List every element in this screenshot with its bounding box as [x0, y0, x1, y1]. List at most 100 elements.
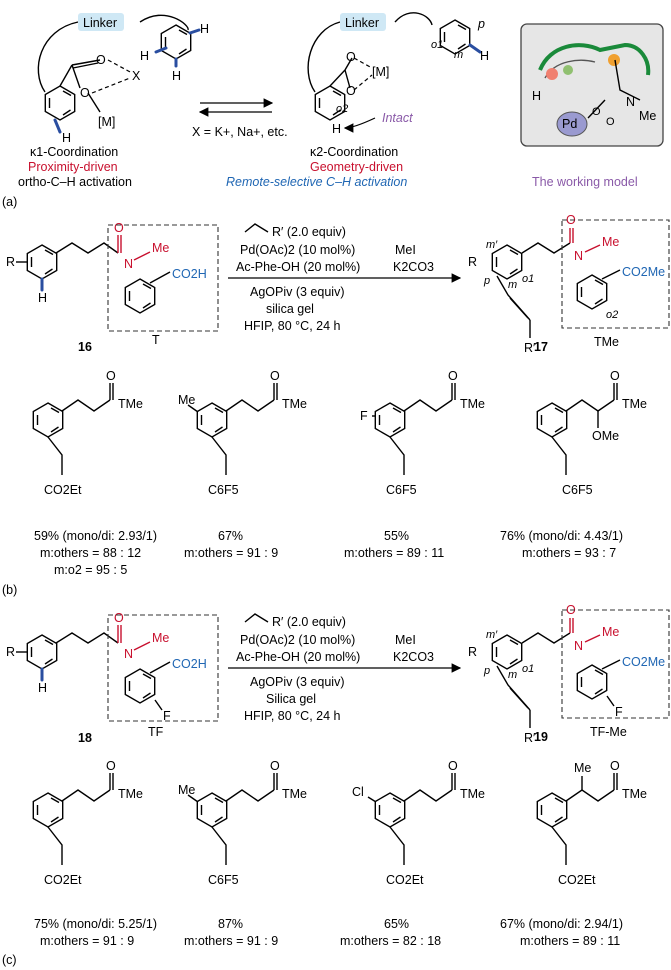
o-16: O — [114, 221, 124, 235]
c3-o: O — [448, 759, 458, 773]
products-b: O TMe CO2Et Me O TMe C6F5 F O TMe C — [32, 369, 647, 577]
h-label-left-3: H — [172, 69, 181, 83]
label-a: (a) — [2, 195, 17, 209]
n-16: N — [124, 257, 133, 271]
panel-b: H R O N Me CO2H T 16 R′ (2.0 equiv) Pd(O… — [2, 213, 670, 597]
mprime-17: m′ — [486, 239, 498, 251]
c4-tme: TMe — [622, 787, 647, 801]
n-18: N — [124, 647, 133, 661]
h-label-left-ortho: H — [62, 131, 71, 145]
me-17: Me — [602, 235, 619, 249]
b3-sub: C6F5 — [386, 483, 417, 497]
compound-18: 18 — [78, 731, 92, 745]
b4-sub: C6F5 — [562, 483, 593, 497]
c4-sel: m:others = 89 : 11 — [520, 934, 620, 948]
cond-b-below-3: HFIP, 80 °C, 24 h — [244, 319, 341, 333]
b3-o: O — [448, 369, 458, 383]
c2-me: Me — [178, 783, 195, 797]
compound-16: 16 — [78, 340, 92, 354]
c3-sel: m:others = 82 : 18 — [340, 934, 441, 948]
mprime-19: m′ — [486, 629, 498, 641]
b1-yield: 59% (mono/di: 2.93/1) — [34, 529, 157, 543]
o-label-right-1: O — [346, 50, 356, 64]
b2-me: Me — [178, 393, 195, 407]
h-16: H — [38, 291, 47, 305]
co2h-18: CO2H — [172, 657, 207, 671]
c4-sub: CO2Et — [558, 873, 596, 887]
b4-tme: TMe — [622, 397, 647, 411]
f-18: F — [163, 709, 171, 723]
h-label-left-2: H — [200, 22, 209, 36]
cond-c-above-3: Ac-Phe-OH (20 mol%) — [236, 650, 360, 664]
o-label-left-1: O — [96, 53, 106, 67]
template-tf: TF — [148, 725, 164, 739]
substrate-18: H R O N Me CO2H F TF 18 — [6, 611, 219, 745]
cond-c-below-2: Silica gel — [266, 692, 316, 706]
c3-tme: TMe — [460, 787, 485, 801]
b1-sub: CO2Et — [44, 483, 82, 497]
c4-yield: 67% (mono/di: 2.94/1) — [500, 917, 623, 931]
label-c: (c) — [2, 953, 17, 967]
template-tfme: TF-Me — [590, 725, 627, 739]
c3-cl: Cl — [352, 785, 364, 799]
kappa2-caption: κ2-Coordination — [310, 145, 398, 159]
cond-b-above-2: Pd(OAc)2 (10 mol%) — [240, 243, 355, 257]
r-17: R — [468, 255, 477, 269]
cond-c-above-1: R′ (2.0 equiv) — [272, 615, 346, 629]
n-19: N — [574, 639, 583, 653]
m-label-right: [M] — [372, 65, 389, 79]
o2-17: o2 — [606, 309, 618, 321]
rp-19: R′ — [524, 731, 536, 745]
intact-label: Intact — [382, 111, 413, 125]
m-19: m — [508, 669, 517, 681]
p-19: p — [483, 665, 490, 677]
c2-sel: m:others = 91 : 9 — [184, 934, 278, 948]
cond-b-below-2: silica gel — [266, 302, 314, 316]
b3-sel: m:others = 89 : 11 — [344, 546, 444, 560]
model-h: H — [532, 89, 541, 103]
b1-sel: m:others = 88 : 12 — [40, 546, 141, 560]
m-17: m — [508, 279, 517, 291]
conditions-b: R′ (2.0 equiv) Pd(OAc)2 (10 mol%) Ac-Phe… — [228, 223, 462, 333]
model-o2: O — [606, 116, 615, 128]
cond-b-above-3: Ac-Phe-OH (20 mol%) — [236, 260, 360, 274]
me-19: Me — [602, 625, 619, 639]
h-18: H — [38, 681, 47, 695]
o1-label-a: o1 — [431, 39, 443, 51]
label-b: (b) — [2, 583, 17, 597]
model-o1: O — [592, 106, 601, 118]
m-label-left: [M] — [98, 115, 115, 129]
b2-sub: C6F5 — [208, 483, 239, 497]
kappa1-structure: Linker H H H O O X [M] H κ1-Coordination… — [18, 13, 209, 189]
c2-tme: TMe — [282, 787, 307, 801]
cond-b-step2-1: MeI — [395, 243, 416, 257]
product-17: R m′ p m o1 R′ O N Me CO2Me o2 17 TMe — [468, 213, 670, 355]
c1-sub: CO2Et — [44, 873, 82, 887]
c3-sub: CO2Et — [386, 873, 424, 887]
cond-b-below-1: AgOPiv (3 equiv) — [250, 285, 344, 299]
o2-label-a: o2 — [336, 103, 348, 115]
cond-c-step2-2: K2CO3 — [393, 650, 434, 664]
compound-17: 17 — [534, 340, 548, 354]
o-label-left-2: O — [80, 86, 90, 100]
me-16: Me — [152, 241, 169, 255]
model-caption: The working model — [532, 175, 638, 189]
h-label-left-1: H — [140, 49, 149, 63]
n-17: N — [574, 249, 583, 263]
cond-c-step2-1: MeI — [395, 633, 416, 647]
c4-me: Me — [574, 761, 591, 775]
c1-tme: TMe — [118, 787, 143, 801]
cond-c-below-1: AgOPiv (3 equiv) — [250, 675, 344, 689]
f-19: F — [615, 705, 623, 719]
working-model: Pd O O N Me H The working model — [520, 23, 664, 189]
b4-ome: OMe — [592, 429, 619, 443]
conditions-c: R′ (2.0 equiv) Pd(OAc)2 (10 mol%) Ac-Phe… — [228, 613, 462, 723]
meta-label-a: m — [454, 49, 463, 61]
b1-o: O — [106, 369, 116, 383]
b3-tme: TMe — [460, 397, 485, 411]
o1-17: o1 — [522, 273, 534, 285]
cond-c-below-3: HFIP, 80 °C, 24 h — [244, 709, 341, 723]
b2-yield: 67% — [218, 529, 243, 543]
template-tme: TMe — [594, 335, 619, 349]
c2-yield: 87% — [218, 917, 243, 931]
